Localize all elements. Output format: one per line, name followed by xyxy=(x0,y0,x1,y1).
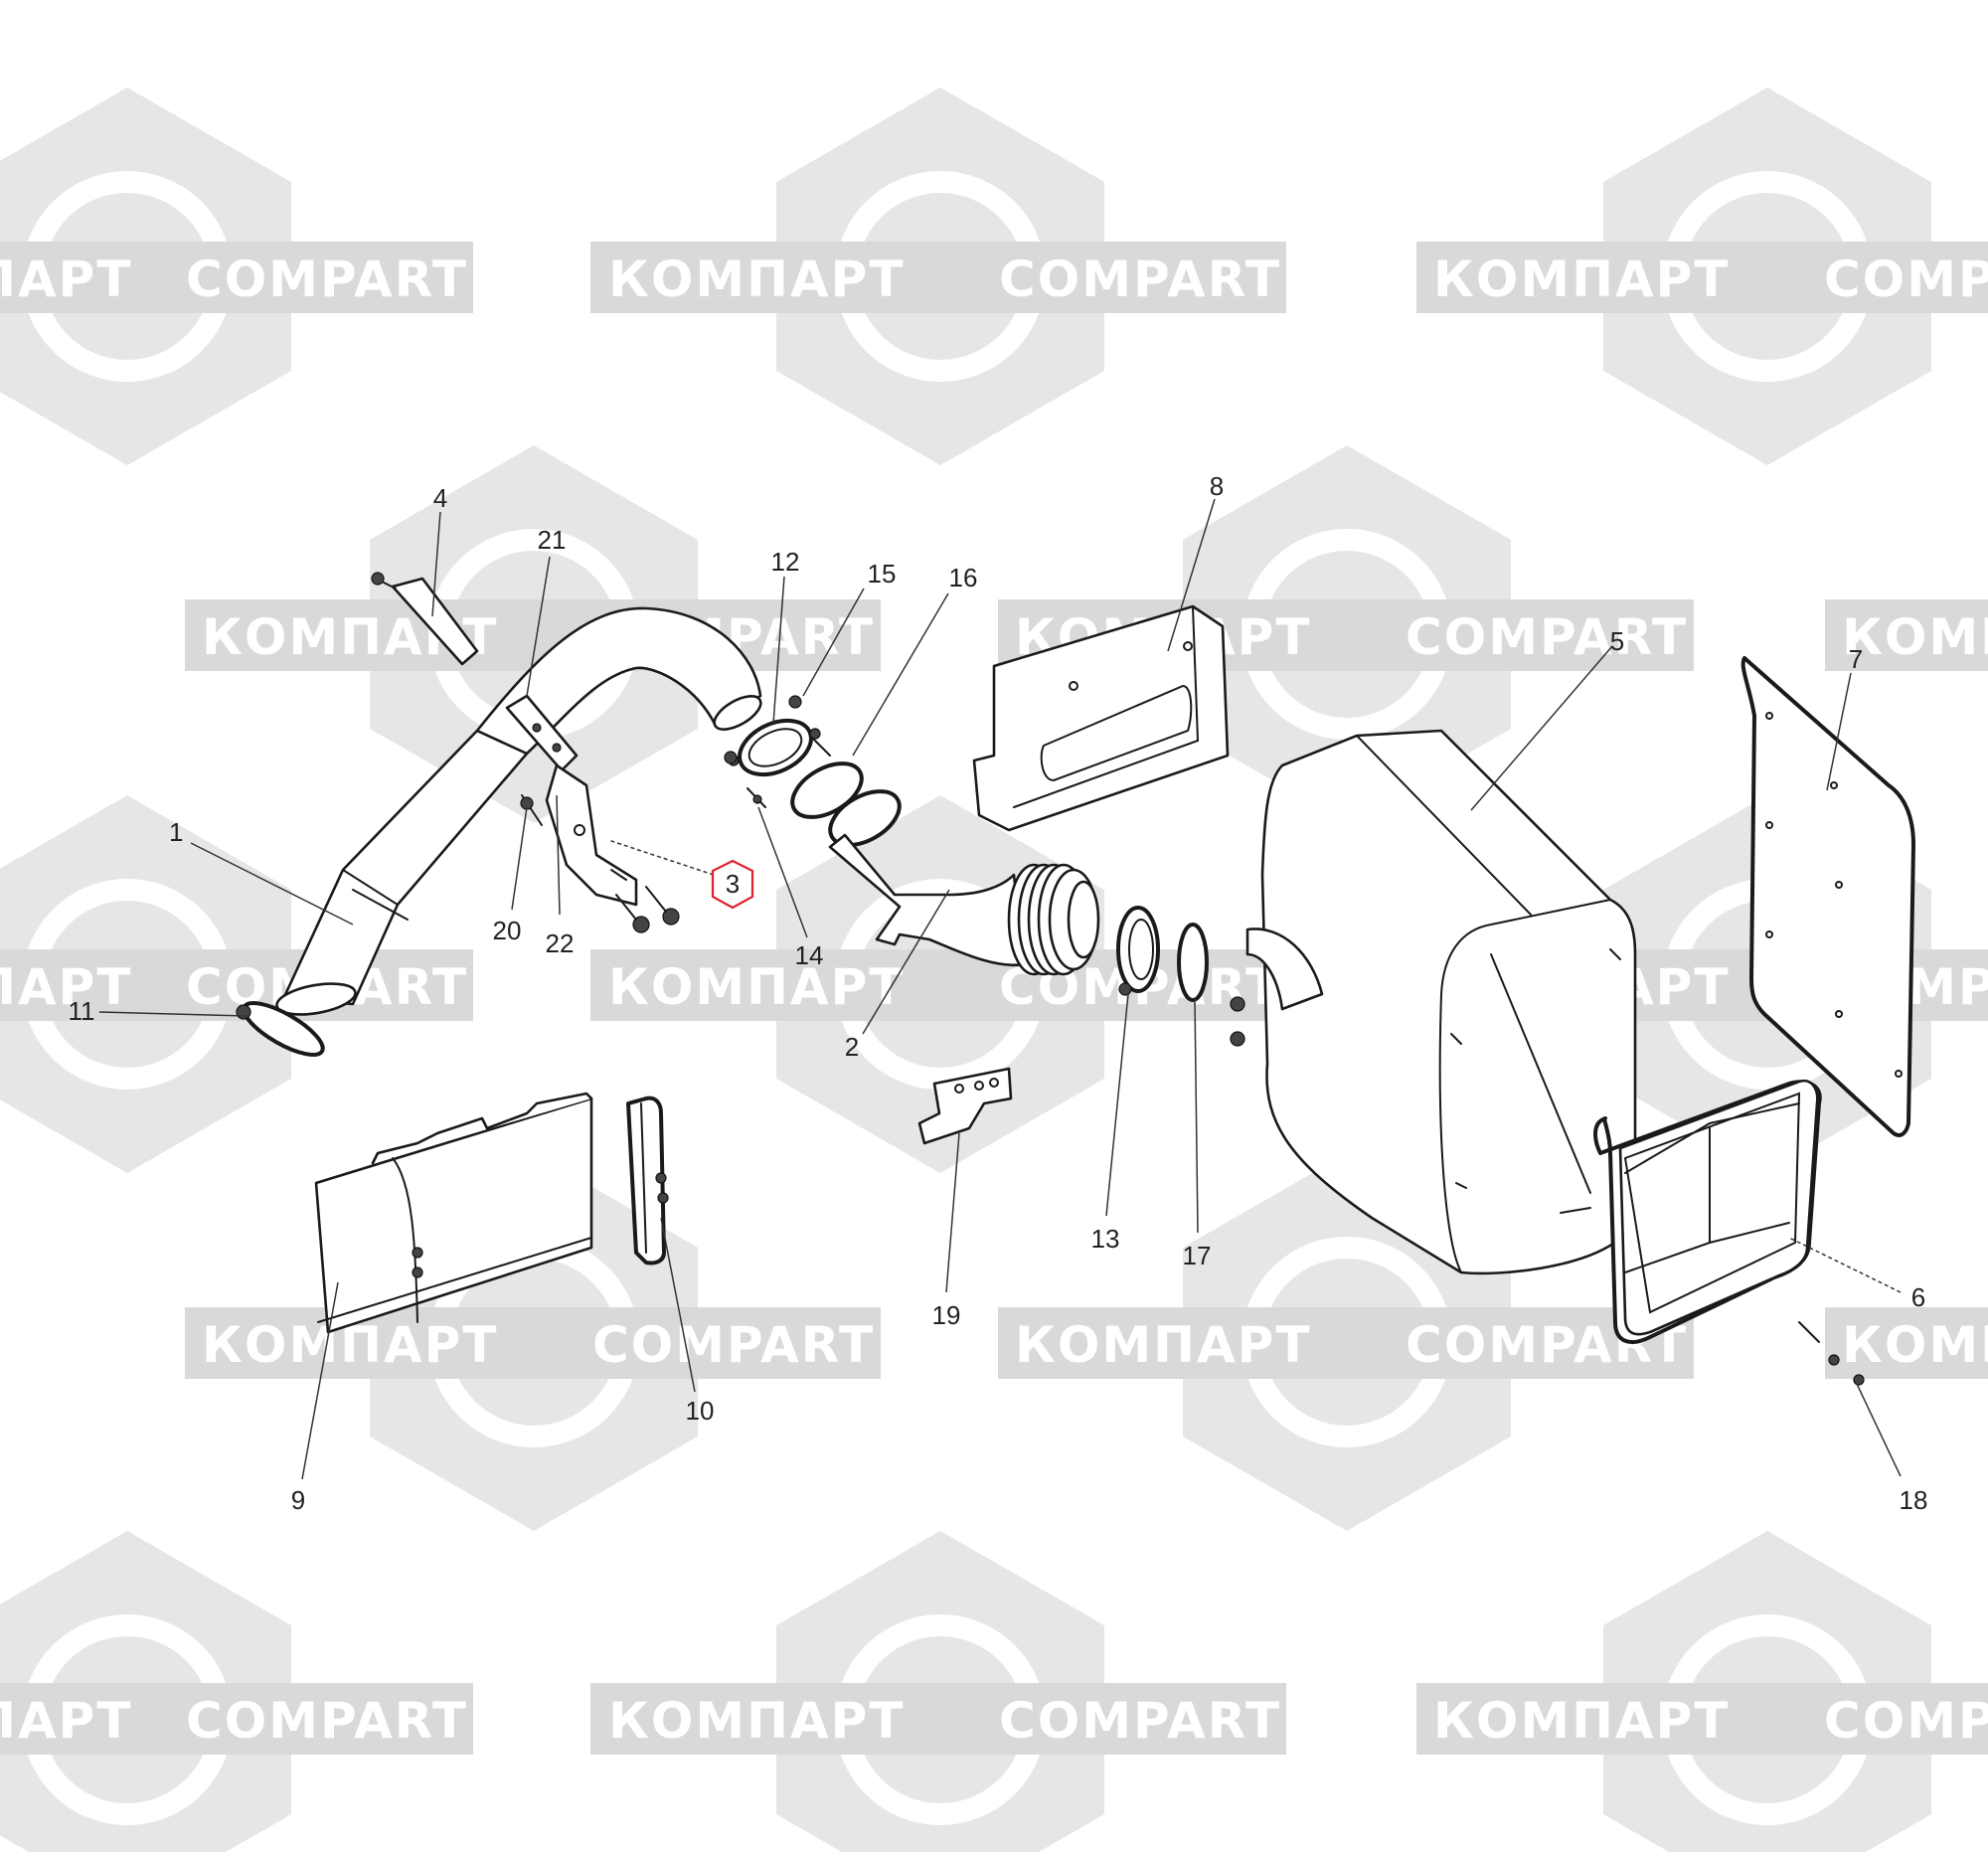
callout-label-9[interactable]: 9 xyxy=(291,1485,305,1515)
watermark-text: КОМПАРТ xyxy=(608,958,905,1016)
watermark-text: КОМПАРТ xyxy=(608,251,905,308)
leader-2 xyxy=(862,889,950,1035)
callout-label-18[interactable]: 18 xyxy=(1900,1485,1928,1515)
watermark-text: КОМПАРТ xyxy=(1433,251,1730,308)
callout-label-12[interactable]: 12 xyxy=(771,547,800,577)
watermark-text: COMPART xyxy=(186,251,468,308)
watermark-text: COMPART xyxy=(1406,608,1688,666)
part-4-strap[interactable] xyxy=(371,572,479,666)
callout-label-8[interactable]: 8 xyxy=(1210,471,1224,501)
leader-5 xyxy=(1470,645,1613,811)
leader-21 xyxy=(526,556,551,697)
leader-lines xyxy=(98,498,1902,1480)
leader-7 xyxy=(1826,672,1852,791)
watermark-text: КОМПАРТ xyxy=(608,1692,905,1750)
leader-16 xyxy=(852,592,949,757)
leader-10 xyxy=(660,1217,696,1393)
callout-label-7[interactable]: 7 xyxy=(1849,644,1863,674)
watermark-layer: КОМПАРТ COMPART КОМПАРТ COMPART КОМПАРТ … xyxy=(0,87,1988,1852)
watermark-text: КОМПАРТ xyxy=(1015,1316,1311,1374)
callout-label-15[interactable]: 15 xyxy=(868,559,897,589)
watermark-text: КОМПАРТ xyxy=(0,1692,132,1750)
leader-22 xyxy=(556,794,561,916)
watermark-text: COMPART xyxy=(1824,251,1988,308)
callout-label-21[interactable]: 21 xyxy=(538,525,567,555)
callout-label-13[interactable]: 13 xyxy=(1091,1224,1120,1254)
parts-layer xyxy=(236,572,1915,1386)
watermark-text: COMPART xyxy=(592,1316,875,1374)
callout-label-19[interactable]: 19 xyxy=(932,1300,961,1330)
leader-1 xyxy=(190,842,354,926)
leader-15 xyxy=(802,588,865,697)
callout-label-17[interactable]: 17 xyxy=(1183,1241,1212,1270)
leader-11 xyxy=(98,1011,248,1017)
leader-14 xyxy=(757,806,808,938)
part-17-ring[interactable] xyxy=(1177,923,1209,1002)
leader-12 xyxy=(772,576,785,725)
callout-label-2[interactable]: 2 xyxy=(845,1032,859,1062)
part-13-clamp[interactable] xyxy=(1116,906,1160,996)
callout-label-10[interactable]: 10 xyxy=(686,1396,715,1426)
callout-label-14[interactable]: 14 xyxy=(795,940,824,970)
callout-labels: 1 2 3 4 5 6 7 8 9 10 11 12 13 14 15 16 1… xyxy=(69,471,1928,1515)
part-1-exhaust-pipe[interactable] xyxy=(274,606,765,1020)
leader-18 xyxy=(1856,1383,1902,1477)
highlight-hexagon xyxy=(711,859,754,910)
part-15-nut[interactable] xyxy=(788,695,831,757)
watermark-text: COMPART xyxy=(999,251,1281,308)
leader-6 xyxy=(1788,1237,1902,1293)
callout-label-16[interactable]: 16 xyxy=(949,563,978,592)
callout-label-3[interactable]: 3 xyxy=(726,869,740,899)
part-12-v-band-clamp[interactable] xyxy=(728,710,821,785)
callout-label-22[interactable]: 22 xyxy=(546,928,575,958)
callout-label-20[interactable]: 20 xyxy=(493,916,522,945)
leader-17 xyxy=(1194,998,1199,1234)
watermark-text: КОМПАРТ xyxy=(1433,1692,1730,1750)
part-10-strap[interactable] xyxy=(626,1096,669,1266)
part-20-bolt[interactable] xyxy=(520,794,543,826)
flex-bellows xyxy=(1007,863,1100,976)
leader-20 xyxy=(511,806,528,911)
callout-label-5[interactable]: 5 xyxy=(1610,626,1624,656)
part-21-clamp-bracket[interactable] xyxy=(505,694,579,772)
part-7-gasket-panel[interactable] xyxy=(1740,656,1915,1137)
part-3-nuts[interactable] xyxy=(615,886,680,933)
part-6-frame[interactable] xyxy=(1593,1079,1822,1344)
part-22-mounting-bracket[interactable] xyxy=(545,763,638,907)
leader-19 xyxy=(945,1132,960,1293)
leader-3 xyxy=(607,839,715,876)
watermark-text: COMPART xyxy=(999,1692,1281,1750)
callout-label-11[interactable]: 11 xyxy=(69,996,95,1026)
highlight-part-3-marker[interactable] xyxy=(711,859,754,910)
leader-9 xyxy=(301,1281,339,1480)
part-8-heat-shield[interactable] xyxy=(972,604,1230,832)
part-19-bracket-plate[interactable] xyxy=(917,1067,1013,1145)
part-11-clamp[interactable] xyxy=(236,994,329,1065)
callout-label-6[interactable]: 6 xyxy=(1911,1282,1925,1312)
leader-8 xyxy=(1167,498,1216,652)
watermark-text: COMPART xyxy=(186,1692,468,1750)
leader-13 xyxy=(1105,993,1129,1217)
part-14-bolt[interactable] xyxy=(724,751,766,808)
part-16-gasket[interactable] xyxy=(783,753,909,856)
part-2-flex-pipe[interactable] xyxy=(828,833,1100,976)
watermark-text: КОМПАРТ xyxy=(1842,1316,1988,1374)
callout-label-1[interactable]: 1 xyxy=(169,817,183,847)
part-18-screw[interactable] xyxy=(1798,1321,1865,1386)
watermark-text: COMPART xyxy=(1824,1692,1988,1750)
leader-4 xyxy=(431,511,441,617)
watermark-text: КОМПАРТ xyxy=(0,251,132,308)
part-9-heat-shield[interactable] xyxy=(314,1092,593,1334)
watermark-text: КОМПАРТ xyxy=(0,958,132,1016)
part-5-muffler[interactable] xyxy=(1230,729,1637,1275)
watermark-text: КОМПАРТ xyxy=(1842,608,1988,666)
callout-label-4[interactable]: 4 xyxy=(433,483,447,513)
